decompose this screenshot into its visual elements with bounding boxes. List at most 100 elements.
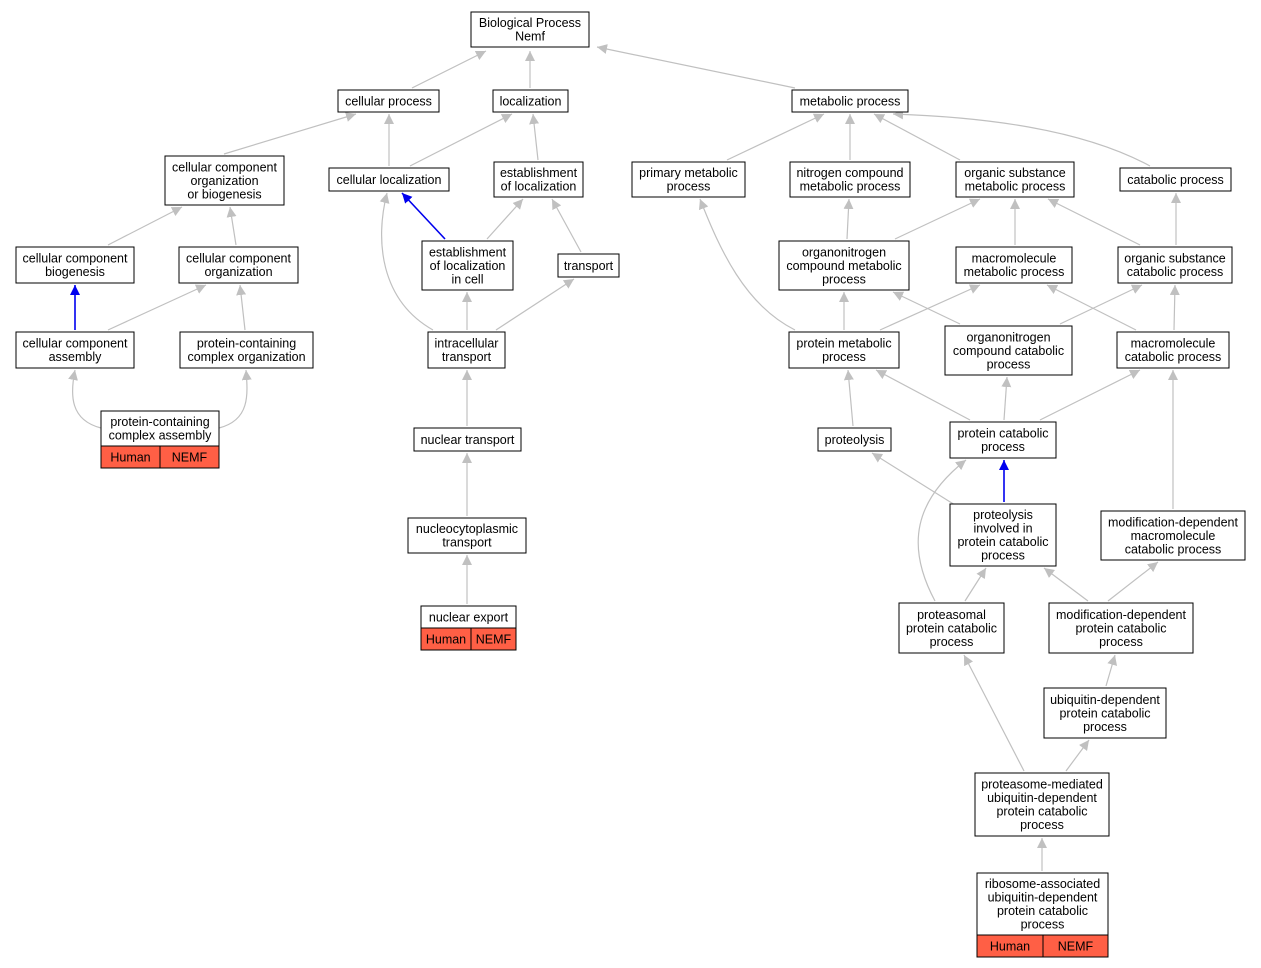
node-cellular-process[interactable]: cellular process: [337, 89, 440, 113]
node-box: [15, 246, 135, 284]
node-label-line: organic substance: [964, 166, 1066, 180]
node-label-line: cellular component: [172, 160, 277, 174]
node-label-line: cellular component: [186, 252, 291, 266]
edge-protein_metabolic-macromolecule_metabolic: [879, 284, 981, 331]
node-box: [1043, 687, 1167, 739]
node-box: [791, 89, 909, 113]
node-label-line: protein catabolic: [957, 427, 1048, 441]
node-label-line: ubiquitin-dependent: [988, 891, 1098, 905]
node-label-line: ubiquitin-dependent: [1050, 693, 1160, 707]
node-box: [1048, 602, 1194, 654]
node-label-line: nuclear export: [429, 610, 509, 624]
node-box: [976, 872, 1109, 936]
edge-est_localization-localization: [529, 113, 540, 161]
node-label-line: process: [1083, 720, 1127, 734]
edge-organonitrogen_catabolic-organic_substance_catabolic: [1059, 284, 1143, 325]
node-cellular-localization[interactable]: cellular localization: [328, 167, 450, 192]
edge-protein_catabolic-macromolecule_catabolic: [1039, 369, 1141, 421]
edge-organic_substance_catabolic-organic_substance_metabolic: [1047, 198, 1141, 246]
evidence-species-label: Human: [426, 632, 466, 646]
node-label-line: metabolic process: [800, 180, 901, 194]
edge-cellular_localization-localization: [409, 113, 513, 167]
node-label-line: organization: [190, 174, 258, 188]
node-box: [949, 421, 1057, 459]
node-label-line: catabolic process: [1127, 173, 1224, 187]
node-label-line: protein catabolic: [906, 621, 997, 635]
edge-intracellular_transport-cellular_localization: [379, 192, 434, 331]
node-label-line: complex organization: [187, 350, 305, 364]
node-proteasome-mediated[interactable]: proteasome-mediatedubiquitin-dependentpr…: [974, 772, 1110, 837]
node-label-line: organization: [204, 265, 272, 279]
node-mod-dep-macro[interactable]: modification-dependentmacromoleculecatab…: [1100, 510, 1246, 561]
node-label-line: metabolic process: [965, 180, 1066, 194]
node-box: [328, 167, 450, 192]
node-box: [789, 161, 911, 198]
node-proteolysis[interactable]: proteolysis: [817, 427, 892, 452]
node-transport[interactable]: transport: [557, 253, 620, 278]
node-label-line: protein catabolic: [1075, 621, 1166, 635]
node-nuclear-transport[interactable]: nuclear transport: [413, 427, 522, 452]
node-box: [898, 602, 1005, 654]
node-box: [179, 331, 314, 369]
node-metabolic-process[interactable]: metabolic process: [791, 89, 909, 113]
node-label-line: process: [981, 549, 1025, 563]
node-label-line: localization: [500, 94, 562, 108]
node-label-line: Nemf: [515, 30, 545, 44]
node-label-line: compound catabolic: [953, 344, 1064, 358]
edge-mod_dep_protein-proteolysis_pc: [1043, 567, 1089, 602]
node-catabolic-process[interactable]: catabolic process: [1119, 167, 1232, 192]
edge-est_loc_in_cell-cellular_localization: [401, 192, 446, 240]
node-ribosome-associated[interactable]: ribosome-associatedubiquitin-dependentpr…: [976, 872, 1109, 958]
node-label-line: macromolecule: [972, 252, 1057, 266]
edge-pc_complex_assembly-cc_assembly: [68, 369, 102, 429]
node-label-line: establishment: [500, 166, 578, 180]
edge-cc_assembly-cc_organization: [107, 284, 207, 331]
edge-catabolic_process-metabolic_process: [892, 109, 1151, 167]
node-label-line: transport: [442, 350, 492, 364]
evidence-gene-label: NEMF: [476, 632, 512, 646]
edge-pc_complex_org-cc_organization: [236, 284, 247, 331]
node-label-line: protein-containing: [110, 415, 209, 429]
edge-organonitrogen_metabolic-nitrogen_compound: [843, 198, 854, 240]
node-label-line: process: [930, 635, 974, 649]
edge-proteasomal_pc-protein_catabolic: [917, 459, 967, 602]
edge-pc_complex_assembly-pc_complex_org: [218, 369, 252, 429]
evidence-species-label: Human: [990, 939, 1030, 953]
node-box: [427, 331, 506, 369]
node-label-line: proteolysis: [825, 433, 885, 447]
node-localization[interactable]: localization: [492, 89, 569, 113]
node-label-line: protein catabolic: [957, 535, 1048, 549]
node-label-line: process: [987, 357, 1031, 371]
node-label-line: cellular component: [23, 252, 128, 266]
node-label-line: process: [1020, 818, 1064, 832]
node-label-line: of localization: [501, 180, 577, 194]
node-box: [1117, 246, 1233, 284]
